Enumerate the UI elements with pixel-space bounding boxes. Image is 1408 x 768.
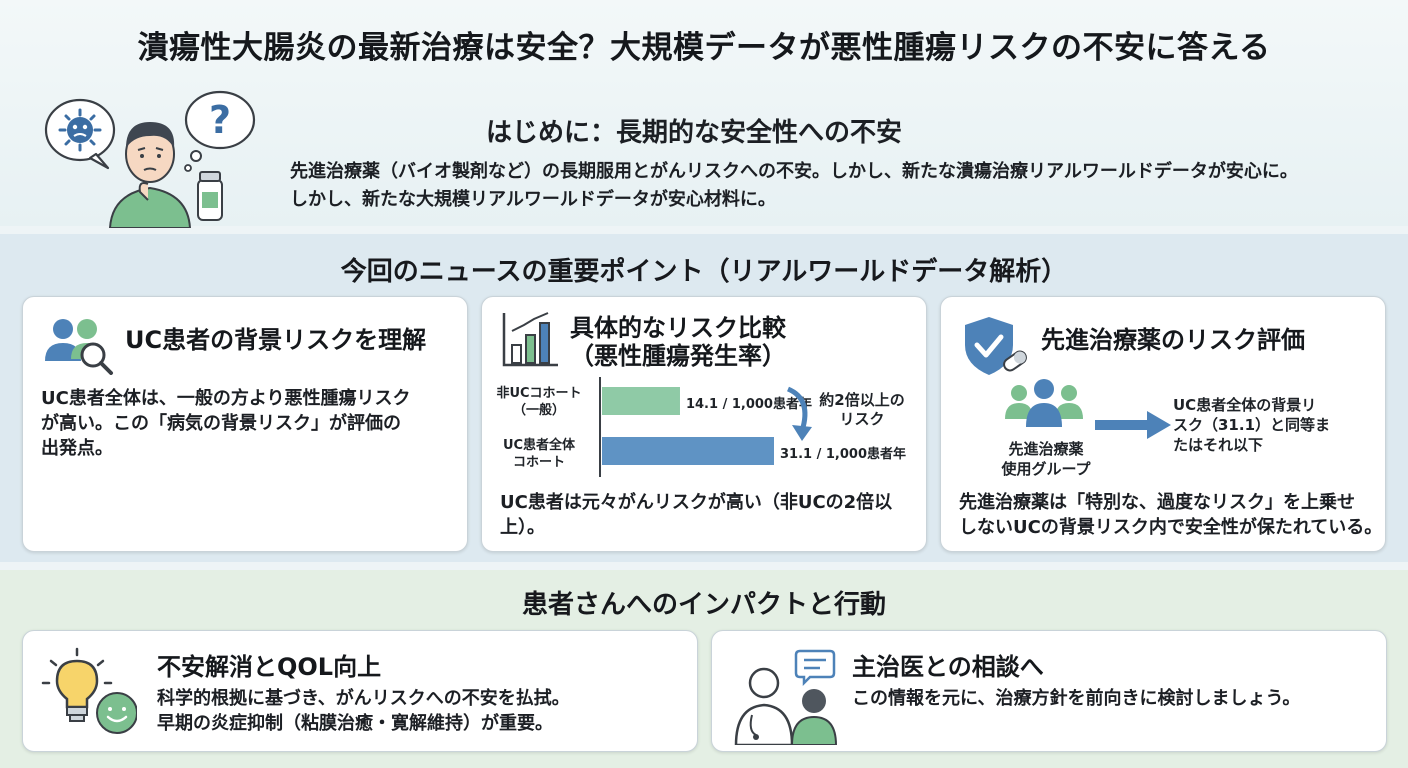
intro-heading: はじめに：長期的な安全性への不安: [486, 118, 903, 148]
drug-risk-card: 先進治療薬のリスク評価 先進治療薬 使用グループ UC患者全体の背景リ スク（3…: [940, 296, 1386, 552]
curved-arrow-icon: [786, 386, 812, 441]
risk-bar-chart: [599, 377, 774, 477]
drug-risk-body: 先進治療薬は「特別な、過度なリスク」を上乗せ しないUCの背景リスク内で安全性が…: [959, 490, 1384, 540]
consult-title: 主治医との相談へ: [852, 653, 1044, 681]
drug-group-label: 先進治療薬 使用グループ: [981, 439, 1111, 479]
title-line: 具体的なリスク比較: [570, 314, 786, 342]
risk-comparison-body: UC患者は元々がんリスクが高い（非UCの2倍以 上）。: [500, 490, 925, 540]
background-risk-title: UC患者の背景リスクを理解: [125, 326, 427, 354]
body-line: UC患者は元々がんリスクが高い（非UCの2倍以: [500, 492, 893, 513]
qol-body: 科学的根拠に基づき、がんリスクへの不安を払拭。 早期の炎症抑制（粘膜治癒・寛解維…: [157, 686, 687, 736]
ratio-annotation-line: リスク: [839, 410, 885, 428]
virus-thought-bubble-icon: [44, 98, 116, 170]
bar-non-uc: [602, 387, 680, 415]
consult-body: この情報を元に、治療方針を前向きに検討しましょう。: [852, 688, 1301, 709]
page-title: 潰瘍性大腸炎の最新治療は安全？大規模データが悪性腫瘍リスクの不安に答える: [137, 30, 1271, 66]
worried-person-icon: [108, 122, 192, 228]
question-thought-bubble-icon: ?: [184, 90, 256, 172]
category-label-line: 非UCコホート: [496, 386, 582, 401]
bar-value-label-uc: 31.1 / 1,000患者年: [780, 447, 906, 462]
points-heading: 今回のニュースの重要ポイント（リアルワールドデータ解析）: [340, 257, 1068, 287]
body-line: UC患者全体は、一般の方より悪性腫瘍リスク: [41, 388, 411, 409]
body-line: 上）。: [500, 517, 545, 538]
lightbulb-smile-icon: [41, 647, 137, 734]
patients-magnifier-icon: [45, 319, 113, 375]
doctor-patient-icon: [734, 649, 838, 745]
ratio-annotation: 約2倍以上の リスク: [812, 391, 912, 429]
risk-comparison-title: 具体的なリスク比較 （悪性腫瘍発生率）: [568, 314, 788, 370]
bar-chart-icon: [502, 312, 558, 367]
svg-text:?: ?: [209, 98, 231, 142]
consult-card: 主治医との相談へ この情報を元に、治療方針を前向きに検討しましょう。: [711, 630, 1387, 752]
background-risk-card: UC患者の背景リスクを理解 UC患者全体は、一般の方より悪性腫瘍リスク が高い。…: [22, 296, 468, 552]
body-line: 出発点。: [41, 438, 113, 459]
body-line: 早期の炎症抑制（粘膜治癒・寛解維持）が重要。: [157, 713, 553, 734]
bar-value-label-non-uc: 14.1 / 1,000患者年: [685, 397, 812, 412]
drug-group-label-line: 使用グループ: [1001, 460, 1091, 478]
drug-result-line: UC患者全体の背景リ: [1173, 396, 1317, 414]
shield-check-icon: [965, 317, 1027, 375]
body-line: が高い。この「病気の背景リスク」が評価の: [41, 413, 401, 434]
intro-text-line: しかし、新たな大規模リアルワールドデータが安心材料に。: [290, 189, 776, 210]
intro-text-line: 先進治療薬（バイオ製剤など）の長期服用とがんリスクへの不安。しかし、新たな潰瘍治…: [290, 161, 1298, 182]
drug-result-line: スク（31.1）と同等ま: [1173, 416, 1331, 434]
qol-card: 不安解消とQOL向上 科学的根拠に基づき、がんリスクへの不安を払拭。 早期の炎症…: [22, 630, 698, 752]
category-label-non-uc: 非UCコホート （一般）: [484, 385, 594, 419]
patient-group-icon: [1005, 379, 1083, 427]
right-arrow-icon: [1095, 411, 1171, 439]
qol-title: 不安解消とQOL向上: [157, 653, 382, 681]
title-line: （悪性腫瘍発生率）: [570, 342, 786, 370]
capsule-icon: [1003, 350, 1027, 372]
drug-result-text: UC患者全体の背景リ スク（31.1）と同等ま たはそれ以下: [1173, 395, 1373, 455]
drug-result-line: たはそれ以下: [1173, 436, 1264, 454]
worried-patient-illustration: ?: [44, 90, 256, 228]
drug-risk-title: 先進治療薬のリスク評価: [1041, 326, 1305, 354]
background-risk-body: UC患者全体は、一般の方より悪性腫瘍リスク が高い。この「病気の背景リスク」が評…: [41, 386, 461, 461]
drug-group-label-line: 先進治療薬: [1008, 440, 1084, 458]
body-line: 先進治療薬は「特別な、過度なリスク」を上乗せ: [959, 492, 1355, 513]
body-line: しないUCの背景リスク内で安全性が保たれている。: [959, 517, 1383, 538]
ratio-annotation-line: 約2倍以上の: [819, 391, 905, 409]
impact-heading: 患者さんへのインパクトと行動: [521, 590, 886, 620]
category-label-line: コホート: [512, 455, 565, 470]
bar-uc: [602, 437, 774, 465]
body-line: 科学的根拠に基づき、がんリスクへの不安を払拭。: [157, 688, 570, 709]
risk-comparison-card: 具体的なリスク比較 （悪性腫瘍発生率） 非UCコホート （一般） UC患者全体 …: [481, 296, 927, 552]
category-label-uc: UC患者全体 コホート: [484, 437, 594, 471]
medicine-bottle-icon: [197, 171, 223, 221]
category-label-line: （一般）: [512, 403, 565, 418]
category-label-line: UC患者全体: [502, 438, 576, 453]
intro-text: 先進治療薬（バイオ製剤など）の長期服用とがんリスクへの不安。しかし、新たな潰瘍治…: [290, 158, 1390, 214]
